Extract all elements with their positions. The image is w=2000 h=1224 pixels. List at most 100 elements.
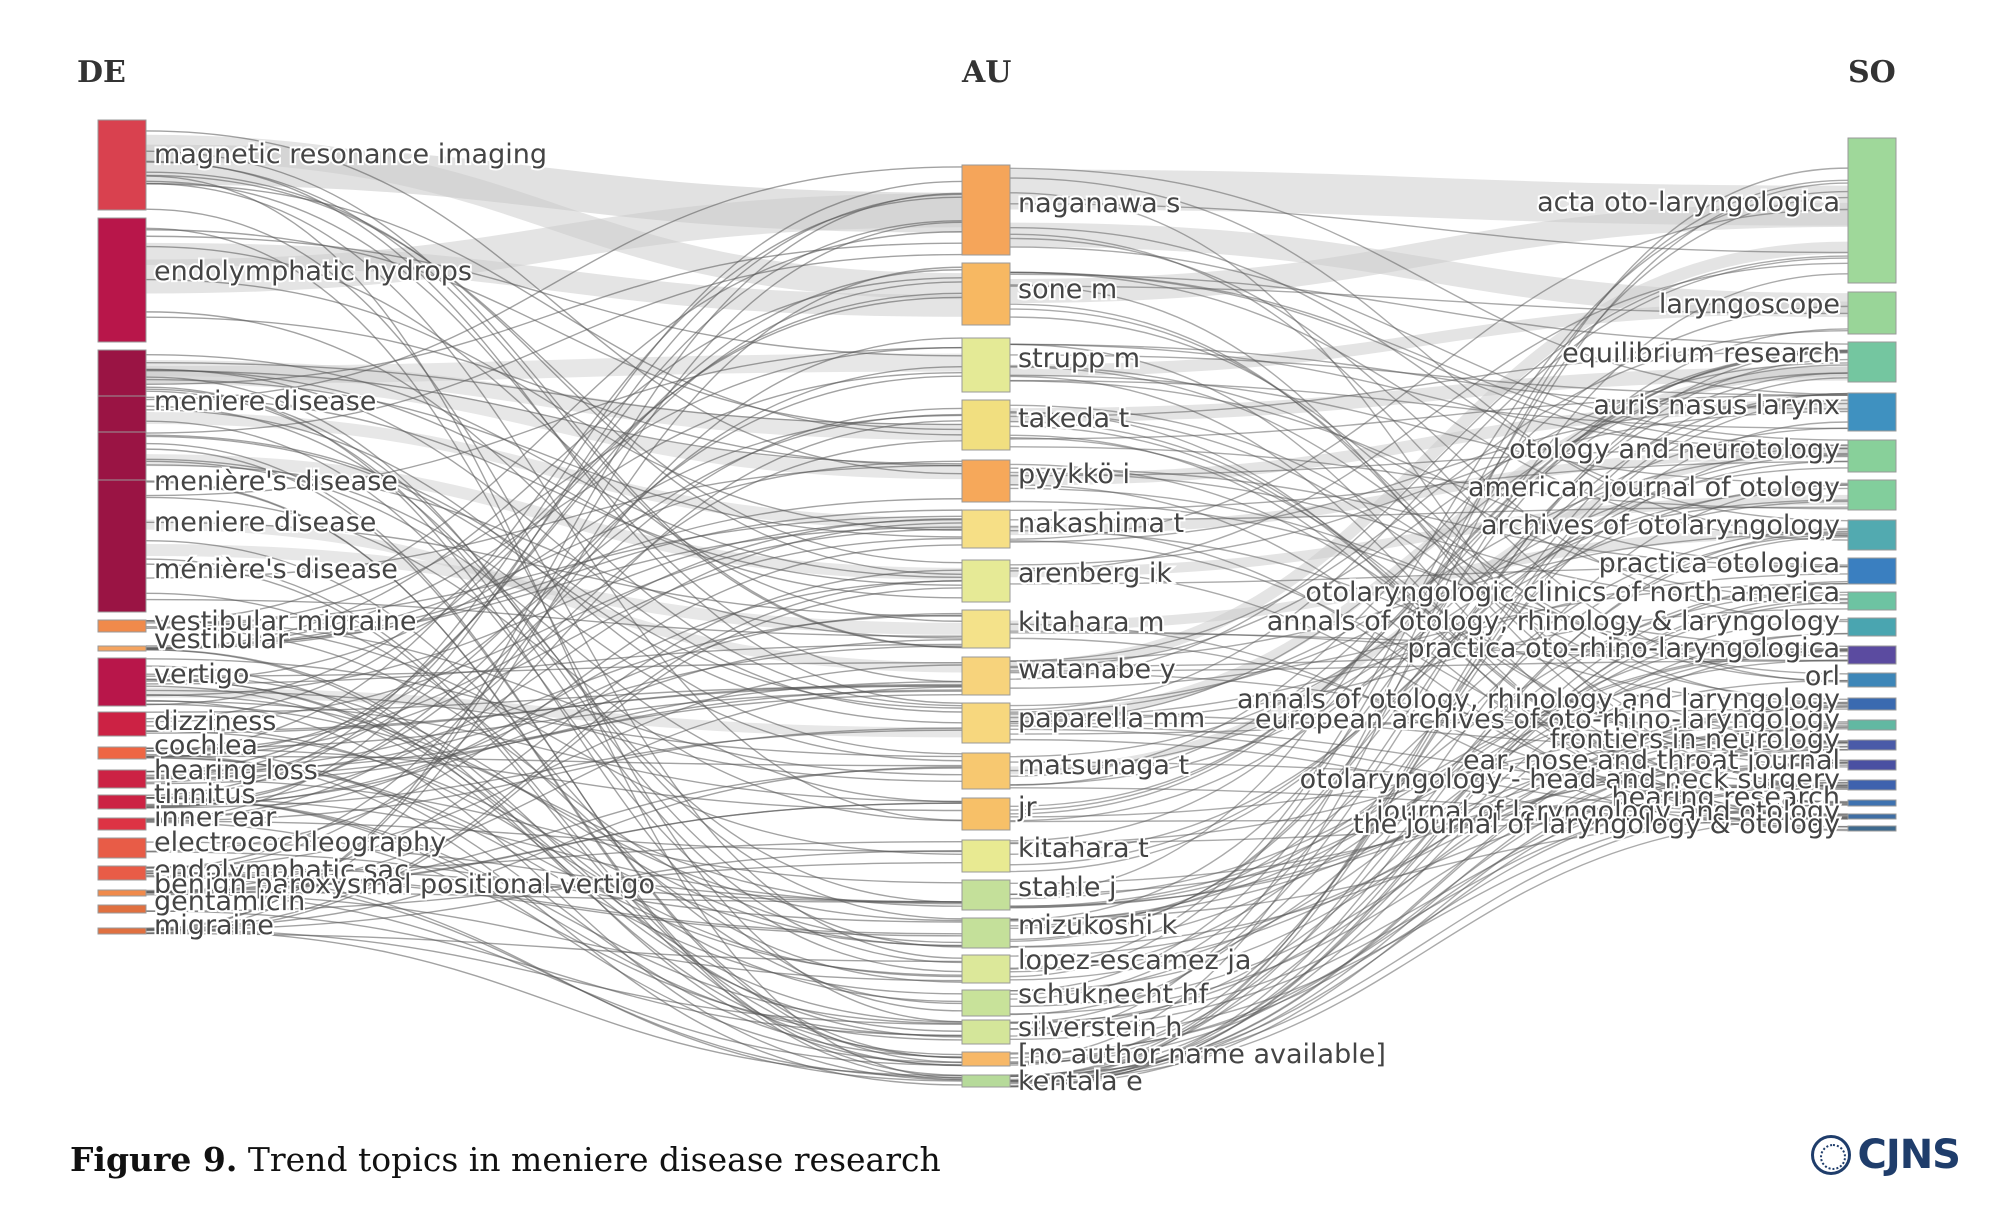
link-band-au-so	[1009, 301, 1849, 377]
link-de-au	[145, 689, 963, 758]
link-au-so	[1009, 350, 1849, 786]
link-de-au	[145, 820, 963, 853]
link-au-so	[1009, 499, 1849, 707]
node-arenberg	[961, 559, 1011, 603]
link-de-au	[145, 580, 963, 932]
node-aorl_and	[1847, 697, 1897, 711]
node-aol	[1847, 137, 1897, 284]
link-de-au	[145, 665, 963, 1056]
node-pyykko	[961, 459, 1011, 503]
link-au-so	[1009, 177, 1849, 537]
link-au-so	[1009, 375, 1849, 820]
link-au-so	[1009, 816, 1849, 1082]
node-eqr	[1847, 341, 1897, 383]
link-au-so	[1009, 565, 1849, 585]
column-header-de: DE	[77, 55, 126, 90]
node-mri	[97, 119, 147, 211]
link-de-au	[145, 796, 963, 1064]
link-de-au	[145, 242, 963, 386]
link-au-so	[1009, 745, 1849, 957]
link-de-au	[145, 365, 963, 809]
link-au-so	[1009, 364, 1849, 808]
link-band-au-so	[1009, 169, 1849, 226]
link-de-au	[145, 378, 963, 538]
link-de-au	[145, 245, 963, 622]
node-label-bppv: benign paroxysmal positional vertigo	[154, 869, 655, 900]
node-label-md1: meniere disease	[154, 386, 376, 417]
node-label-hr: hearing research	[1611, 782, 1840, 813]
link-au-so	[1009, 506, 1849, 521]
link-au-so	[1009, 303, 1849, 762]
link-au-so	[1009, 284, 1849, 788]
node-dizz	[97, 711, 147, 737]
node-label-kitaharat: kitahara t	[1018, 833, 1149, 864]
node-silverstein	[961, 1019, 1011, 1045]
node-label-gent: gentamicin	[154, 886, 305, 917]
link-de-au	[145, 569, 963, 893]
node-noauthor	[961, 1051, 1011, 1067]
node-label-aol: acta oto-laryngologica	[1537, 187, 1840, 218]
node-lopez	[961, 954, 1011, 984]
node-gent	[97, 904, 147, 914]
link-de-au	[145, 388, 963, 920]
link-de-au	[145, 802, 963, 893]
node-nag	[961, 164, 1011, 256]
link-de-au	[145, 509, 963, 650]
link-au-so	[1009, 649, 1849, 900]
node-label-vm: vestibular migraine	[154, 606, 417, 637]
link-au-so	[1009, 196, 1849, 978]
link-au-so	[1009, 748, 1849, 1015]
link-au-so	[1009, 633, 1849, 948]
link-au-so	[1009, 410, 1849, 566]
link-au-so	[1009, 671, 1849, 743]
link-de-au	[145, 563, 963, 1067]
node-label-vert: vertigo	[154, 659, 249, 690]
link-au-so	[1009, 316, 1849, 704]
link-au-so	[1009, 343, 1849, 450]
link-au-so	[1009, 343, 1849, 410]
node-label-strupp: strupp m	[1018, 343, 1140, 374]
node-label-takeda: takeda t	[1018, 403, 1129, 434]
link-au-so	[1009, 237, 1849, 623]
node-label-nakashima: nakashima t	[1018, 508, 1184, 539]
link-de-au	[145, 196, 963, 752]
link-au-so	[1009, 305, 1849, 777]
link-au-so	[1009, 257, 1849, 711]
link-au-so	[1009, 726, 1849, 1008]
node-label-matsunaga: matsunaga t	[1018, 750, 1189, 781]
link-au-so	[1009, 528, 1849, 930]
link-de-au	[145, 460, 963, 803]
link-de-au	[145, 755, 963, 767]
link-de-au	[145, 866, 963, 903]
link-au-so	[1009, 787, 1849, 815]
node-label-orl: orl	[1805, 661, 1840, 692]
node-kitaharat	[961, 839, 1011, 873]
link-au-so	[1009, 484, 1849, 855]
labels-layer: magnetic resonance imaging endolymphatic …	[152, 137, 1842, 1099]
link-de-au	[145, 598, 963, 637]
link-au-so	[1009, 329, 1849, 662]
link-au-so	[1009, 708, 1849, 735]
node-label-ohns: otolaryngology - head and neck surgery	[1300, 764, 1840, 795]
link-de-au	[145, 757, 963, 976]
node-stahle	[961, 879, 1011, 911]
link-band-au-so	[1009, 222, 1849, 318]
link-de-au	[145, 281, 963, 773]
link-de-au	[145, 346, 963, 629]
link-au-so	[1009, 246, 1849, 441]
link-de-au	[145, 910, 963, 1037]
node-label-eh: endolymphatic hydrops	[154, 256, 472, 287]
figure-caption: Figure 9. Trend topics in meniere diseas…	[70, 1140, 941, 1179]
node-label-arenberg: arenberg ik	[1018, 558, 1172, 589]
node-label-dizz: dizziness	[154, 706, 276, 737]
node-label-tinn: tinnitus	[154, 779, 256, 810]
node-coch	[97, 746, 147, 760]
node-vest	[97, 645, 147, 652]
link-de-au	[145, 727, 963, 822]
link-de-au	[145, 160, 963, 704]
node-label-jlo1: journal of laryngology and otology	[1375, 796, 1840, 827]
node-label-mri: magnetic resonance imaging	[154, 139, 547, 170]
node-label-md3: meniere disease	[154, 507, 376, 538]
link-de-au	[145, 220, 963, 799]
